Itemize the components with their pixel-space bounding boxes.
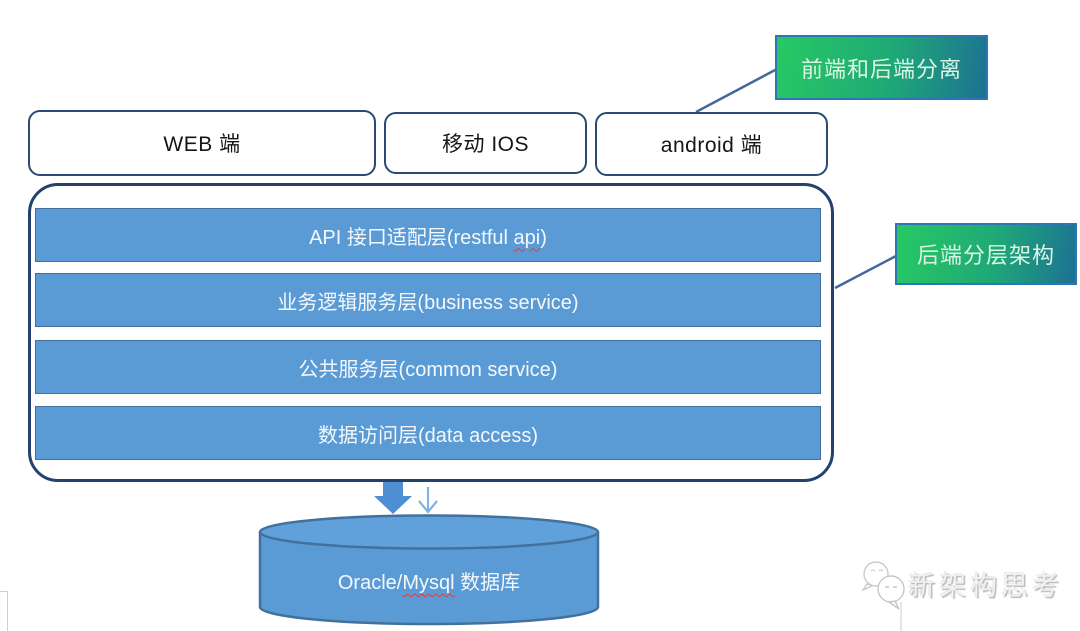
- watermark-label: 新架构思考: [908, 571, 1063, 601]
- client-label: 移动 IOS: [441, 133, 529, 156]
- wechat-bubbles-icon: [861, 561, 905, 631]
- bottom-left-artifact: [0, 591, 8, 631]
- annotation-label: 后端分层架构: [916, 243, 1055, 268]
- client-box-ios: 移动 IOS: [384, 112, 587, 174]
- cylinder-icon: [258, 514, 600, 626]
- annotation-label: 前端和后端分离: [800, 56, 962, 82]
- backend-layer-container: [28, 183, 834, 482]
- layer-bar-business-service: 业务逻辑服务层(business service): [35, 273, 821, 327]
- layer-bar-api-adapter: API 接口适配层(restful api): [35, 208, 821, 262]
- backend-annotation-line: [834, 254, 897, 290]
- database-cylinder: [257, 513, 601, 628]
- down-arrow-outline-icon: [418, 487, 438, 514]
- down-arrow-solid-icon: [374, 482, 412, 514]
- layer-label: 业务逻辑服务层(business service): [277, 291, 579, 314]
- database-label: Oracle/Mysql 数据库: [337, 572, 521, 594]
- layer-label: API 接口适配层(restful api): [309, 226, 547, 249]
- layer-label: 数据访问层(data access): [317, 424, 539, 447]
- annotation-backend-layering: 后端分层架构: [895, 223, 1077, 285]
- client-box-web: WEB 端: [28, 110, 376, 176]
- watermark: 新架构思考: [852, 558, 1062, 631]
- client-label: WEB 端: [163, 133, 241, 156]
- layer-bar-data-access: 数据访问层(data access): [35, 406, 821, 460]
- client-label: android 端: [660, 134, 763, 157]
- frontend-annotation-line: [695, 67, 778, 114]
- annotation-frontend-backend-separation: 前端和后端分离: [775, 35, 988, 100]
- layer-label: 公共服务层(common service): [298, 358, 558, 381]
- layer-bar-common-service: 公共服务层(common service): [35, 340, 821, 394]
- misspelled-word: api: [513, 226, 541, 249]
- client-box-android: android 端: [595, 112, 828, 176]
- misspelled-word: Mysql: [402, 572, 455, 594]
